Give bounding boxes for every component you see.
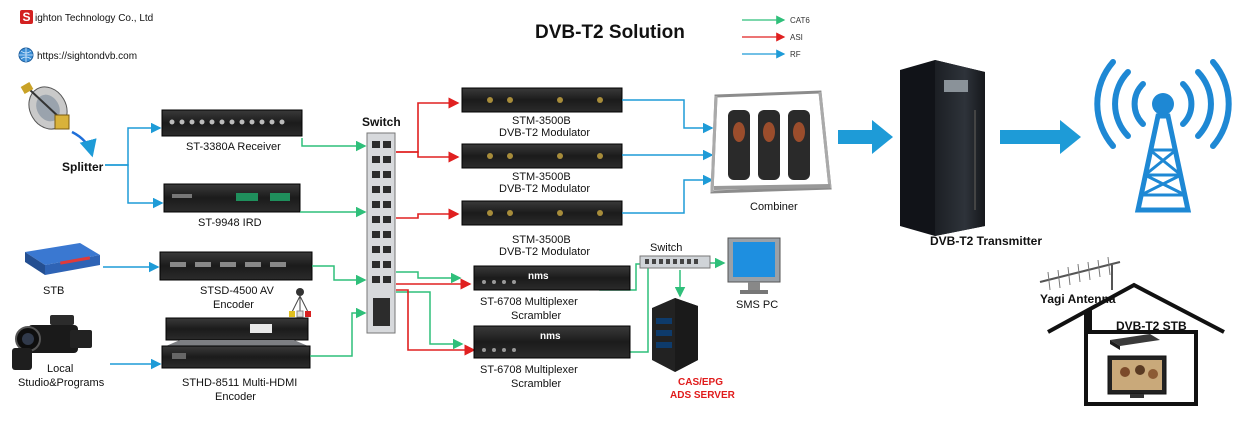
antenna-tower-icon bbox=[1094, 59, 1232, 213]
cas-label-2: ADS SERVER bbox=[670, 390, 736, 401]
dish-arrow bbox=[71, 130, 97, 158]
mux1-label-1: ST-6708 Multiplexer bbox=[480, 296, 578, 308]
legend-asi: ASI bbox=[790, 33, 803, 42]
mod1-label-2: DVB-T2 Modulator bbox=[499, 127, 590, 139]
tv-icon bbox=[1107, 355, 1167, 398]
network-switch-main bbox=[366, 132, 396, 334]
legend-rf: RF bbox=[790, 50, 801, 59]
mod3-label-2: DVB-T2 Modulator bbox=[499, 246, 590, 258]
av-encoder-device bbox=[159, 251, 313, 281]
mux2-nms: nms bbox=[540, 331, 561, 342]
mod1-label-1: STM-3500B bbox=[512, 115, 571, 127]
satellite-dish-icon bbox=[20, 82, 70, 130]
hdmi-encoder-label-2: Encoder bbox=[215, 391, 256, 403]
company-name: ighton Technology Co., Ltd bbox=[35, 13, 153, 24]
rf-lines-combiner bbox=[622, 99, 714, 214]
receiver-device bbox=[161, 109, 303, 137]
modulator-2 bbox=[461, 143, 623, 169]
hdmi-encoder-label-1: STHD-8511 Multi-HDMI bbox=[182, 377, 297, 389]
av-cable-icon bbox=[289, 288, 311, 318]
asi-lines bbox=[396, 97, 476, 356]
sms-pc-icon bbox=[727, 237, 781, 294]
yagi-label: Yagi Antenna bbox=[1040, 292, 1116, 306]
legend: CAT6 ASI RF bbox=[742, 15, 810, 59]
rf-big-arrow-1 bbox=[838, 120, 893, 154]
network-switch-small bbox=[639, 255, 711, 269]
ird-device bbox=[163, 183, 301, 213]
home-stb-icon bbox=[1110, 334, 1160, 350]
sms-pc-label: SMS PC bbox=[736, 299, 778, 311]
stb-left-label: STB bbox=[43, 285, 64, 297]
stb-left-icon bbox=[25, 243, 100, 275]
transmitter-cabinet bbox=[900, 60, 985, 236]
mod2-label-1: STM-3500B bbox=[512, 171, 571, 183]
multiplexer-1: nms bbox=[473, 265, 631, 291]
rf-big-arrow-2 bbox=[1000, 120, 1081, 154]
av-encoder-label-1: STSD-4500 AV bbox=[200, 285, 274, 297]
camera-icon bbox=[12, 315, 92, 370]
av-encoder-label-2: Encoder bbox=[213, 299, 254, 311]
rf-lines-left bbox=[103, 122, 164, 370]
house-icon bbox=[1047, 282, 1225, 406]
modulator-3 bbox=[461, 200, 623, 226]
mod3-label-1: STM-3500B bbox=[512, 234, 571, 246]
combiner-label: Combiner bbox=[750, 201, 798, 213]
ird-label: ST-9948 IRD bbox=[198, 217, 262, 229]
website-text[interactable]: https://sightondvb.com bbox=[37, 51, 137, 62]
legend-cat6: CAT6 bbox=[790, 16, 810, 25]
transmitter-label: DVB-T2 Transmitter bbox=[930, 234, 1042, 248]
hdmi-encoder-device bbox=[161, 317, 311, 369]
mux2-label-2: Scrambler bbox=[511, 378, 561, 390]
stb-home-label: DVB-T2 STB bbox=[1116, 319, 1187, 333]
switch-small-label: Switch bbox=[650, 242, 682, 254]
company-logo: S ighton Technology Co., Ltd bbox=[20, 10, 153, 24]
mux1-nms: nms bbox=[528, 271, 549, 282]
logo-letter: S bbox=[23, 10, 31, 24]
switch-main-label: Switch bbox=[362, 115, 401, 129]
local-label-2: Studio&Programs bbox=[18, 377, 105, 389]
website-link[interactable]: https://sightondvb.com bbox=[18, 47, 137, 63]
server-icon bbox=[652, 298, 698, 372]
mux1-label-2: Scrambler bbox=[511, 310, 561, 322]
page-title: DVB-T2 Solution bbox=[535, 22, 685, 43]
receiver-label: ST-3380A Receiver bbox=[186, 141, 281, 153]
mod2-label-2: DVB-T2 Modulator bbox=[499, 183, 590, 195]
mux2-label-1: ST-6708 Multiplexer bbox=[480, 364, 578, 376]
modulator-1 bbox=[461, 87, 623, 113]
yagi-antenna-icon bbox=[1039, 256, 1121, 291]
multiplexer-2: nms bbox=[473, 325, 631, 359]
combiner-device bbox=[710, 90, 832, 194]
splitter-label: Splitter bbox=[62, 160, 104, 174]
cas-label-1: CAS/EPG bbox=[678, 377, 723, 388]
local-label-1: Local bbox=[47, 363, 73, 375]
